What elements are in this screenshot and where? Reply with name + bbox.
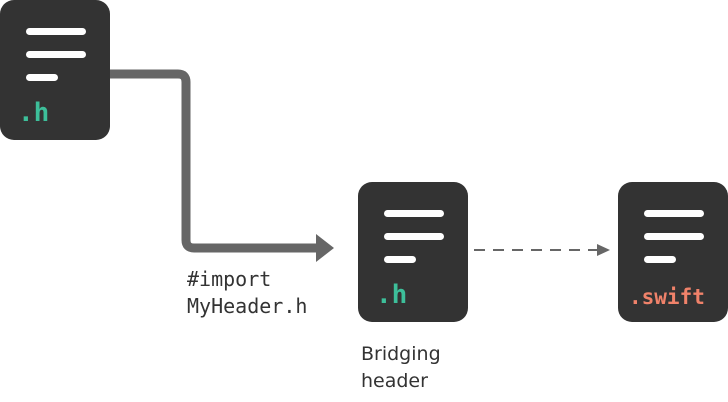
file-text-line <box>644 210 704 217</box>
file-text-line <box>644 256 676 263</box>
file-text-line <box>384 210 444 217</box>
bridging-header-caption-line1: Bridging <box>361 343 441 365</box>
bridging-header-file: .h <box>358 182 468 322</box>
import-statement-line2: MyHeader.h <box>187 294 308 318</box>
file-text-line <box>26 74 58 81</box>
file-text-line <box>384 233 444 240</box>
objc-header-file: .h <box>0 0 110 140</box>
file-text-line <box>644 233 704 240</box>
file-extension-label: .h <box>376 280 408 310</box>
file-extension-label: .h <box>18 98 50 128</box>
file-text-line <box>26 28 86 35</box>
swift-file: .swift <box>618 182 728 322</box>
bridge-to-swift-arrow-head <box>597 244 610 256</box>
import-arrow-line <box>110 69 318 253</box>
file-text-line <box>384 256 416 263</box>
bridging-header-caption-line2: header <box>361 370 428 392</box>
file-extension-label: .swift <box>629 285 705 309</box>
file-text-line <box>26 51 86 58</box>
import-statement-line1: #import <box>187 267 272 291</box>
import-arrow-head <box>316 234 334 262</box>
